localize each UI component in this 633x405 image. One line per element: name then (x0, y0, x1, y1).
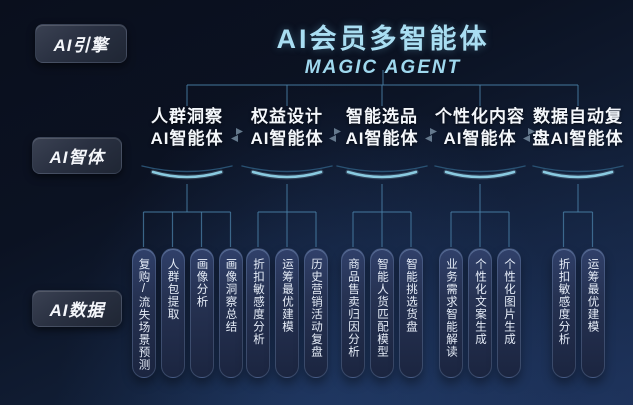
task-pill: 运筹最优建模 (580, 248, 605, 378)
task-pill-label: 画像分析 (195, 258, 208, 308)
task-pill: 折扣敏感度分析 (551, 248, 576, 378)
exchange-arrow-icon (523, 128, 535, 142)
task-pill-label: 个性化文案生成 (474, 258, 486, 346)
task-pill-label: 智能人货匹配模型 (376, 258, 388, 358)
agent-name-line2: AI智能体 (345, 129, 419, 148)
task-pill-label: 折扣敏感度分析 (557, 258, 570, 346)
exchange-arrow-icon (231, 128, 243, 142)
agent-name-line2: AI智能体 (250, 129, 324, 148)
diagram-title-block: AI会员多智能体 MAGIC AGENT (277, 17, 490, 79)
agent-node-3: 智能选品 AI智能体 (320, 106, 444, 150)
row-label-ai-agent: AI智体 (32, 137, 122, 174)
task-pill: 智能挑选货盘 (399, 248, 423, 378)
agent-name-line2: AI智能体 (150, 129, 224, 148)
agent-name-line2: 盘AI智能体 (532, 129, 624, 148)
task-pill: 个性化文案生成 (468, 248, 492, 378)
task-pill: 智能人货匹配模型 (370, 248, 394, 378)
agent-name-line1: 人群洞察 (151, 107, 223, 126)
row-label-ai-data: AI数据 (32, 290, 122, 327)
agent-node-2: 权益设计 AI智能体 (225, 106, 349, 150)
task-pill: 画像洞察总结 (218, 248, 243, 378)
task-pill-label: 运筹最优建模 (281, 258, 293, 333)
task-pill: 画像分析 (189, 248, 214, 378)
task-pill: 折扣敏感度分析 (246, 248, 270, 378)
agent-node-5: 数据自动复盘AI智能体 (516, 106, 633, 150)
task-pill-label: 智能挑选货盘 (405, 258, 417, 333)
agent-node-1: 人群洞察 AI智能体 (125, 106, 249, 150)
task-pill-label: 人群包提取 (166, 258, 179, 321)
exchange-arrow-icon (328, 128, 341, 142)
task-pill-label: 画像洞察总结 (224, 258, 237, 333)
task-pill-label: 个性化图片生成 (503, 258, 515, 346)
task-pill: 业务需求智能解读 (439, 248, 463, 378)
row-label-ai-engine: AI引擎 (35, 24, 127, 63)
task-pill: 运筹最优建模 (275, 248, 299, 378)
task-pill: 历史营销活动复盘 (304, 248, 328, 378)
task-pill-label: 运筹最优建模 (586, 258, 599, 333)
task-pill: 复购/流失场景预测 (131, 248, 156, 378)
agent-name-line1: 个性化内容 (435, 107, 525, 126)
agent-name-line2: AI智能体 (443, 129, 517, 148)
exchange-arrow-icon (425, 128, 437, 142)
agent-node-4: 个性化内容 AI智能体 (418, 106, 542, 150)
task-pill: 商品售卖归因分析 (341, 248, 365, 378)
task-pill-label: 商品售卖归因分析 (347, 258, 359, 358)
task-pill-label: 折扣敏感度分析 (252, 258, 264, 346)
agent-name-line1: 数据自动复 (533, 107, 623, 126)
task-pill-label: 历史营销活动复盘 (310, 258, 322, 358)
page-title: AI会员多智能体 (276, 24, 490, 54)
task-pill: 人群包提取 (160, 248, 185, 378)
task-pill-label: 业务需求智能解读 (445, 258, 457, 358)
page-subtitle: MAGIC AGENT (304, 57, 462, 78)
agent-name-line1: 权益设计 (251, 107, 323, 126)
agent-name-line1: 智能选品 (346, 107, 418, 126)
task-pill: 个性化图片生成 (497, 248, 521, 378)
task-pill-label: 复购/流失场景预测 (137, 258, 150, 371)
